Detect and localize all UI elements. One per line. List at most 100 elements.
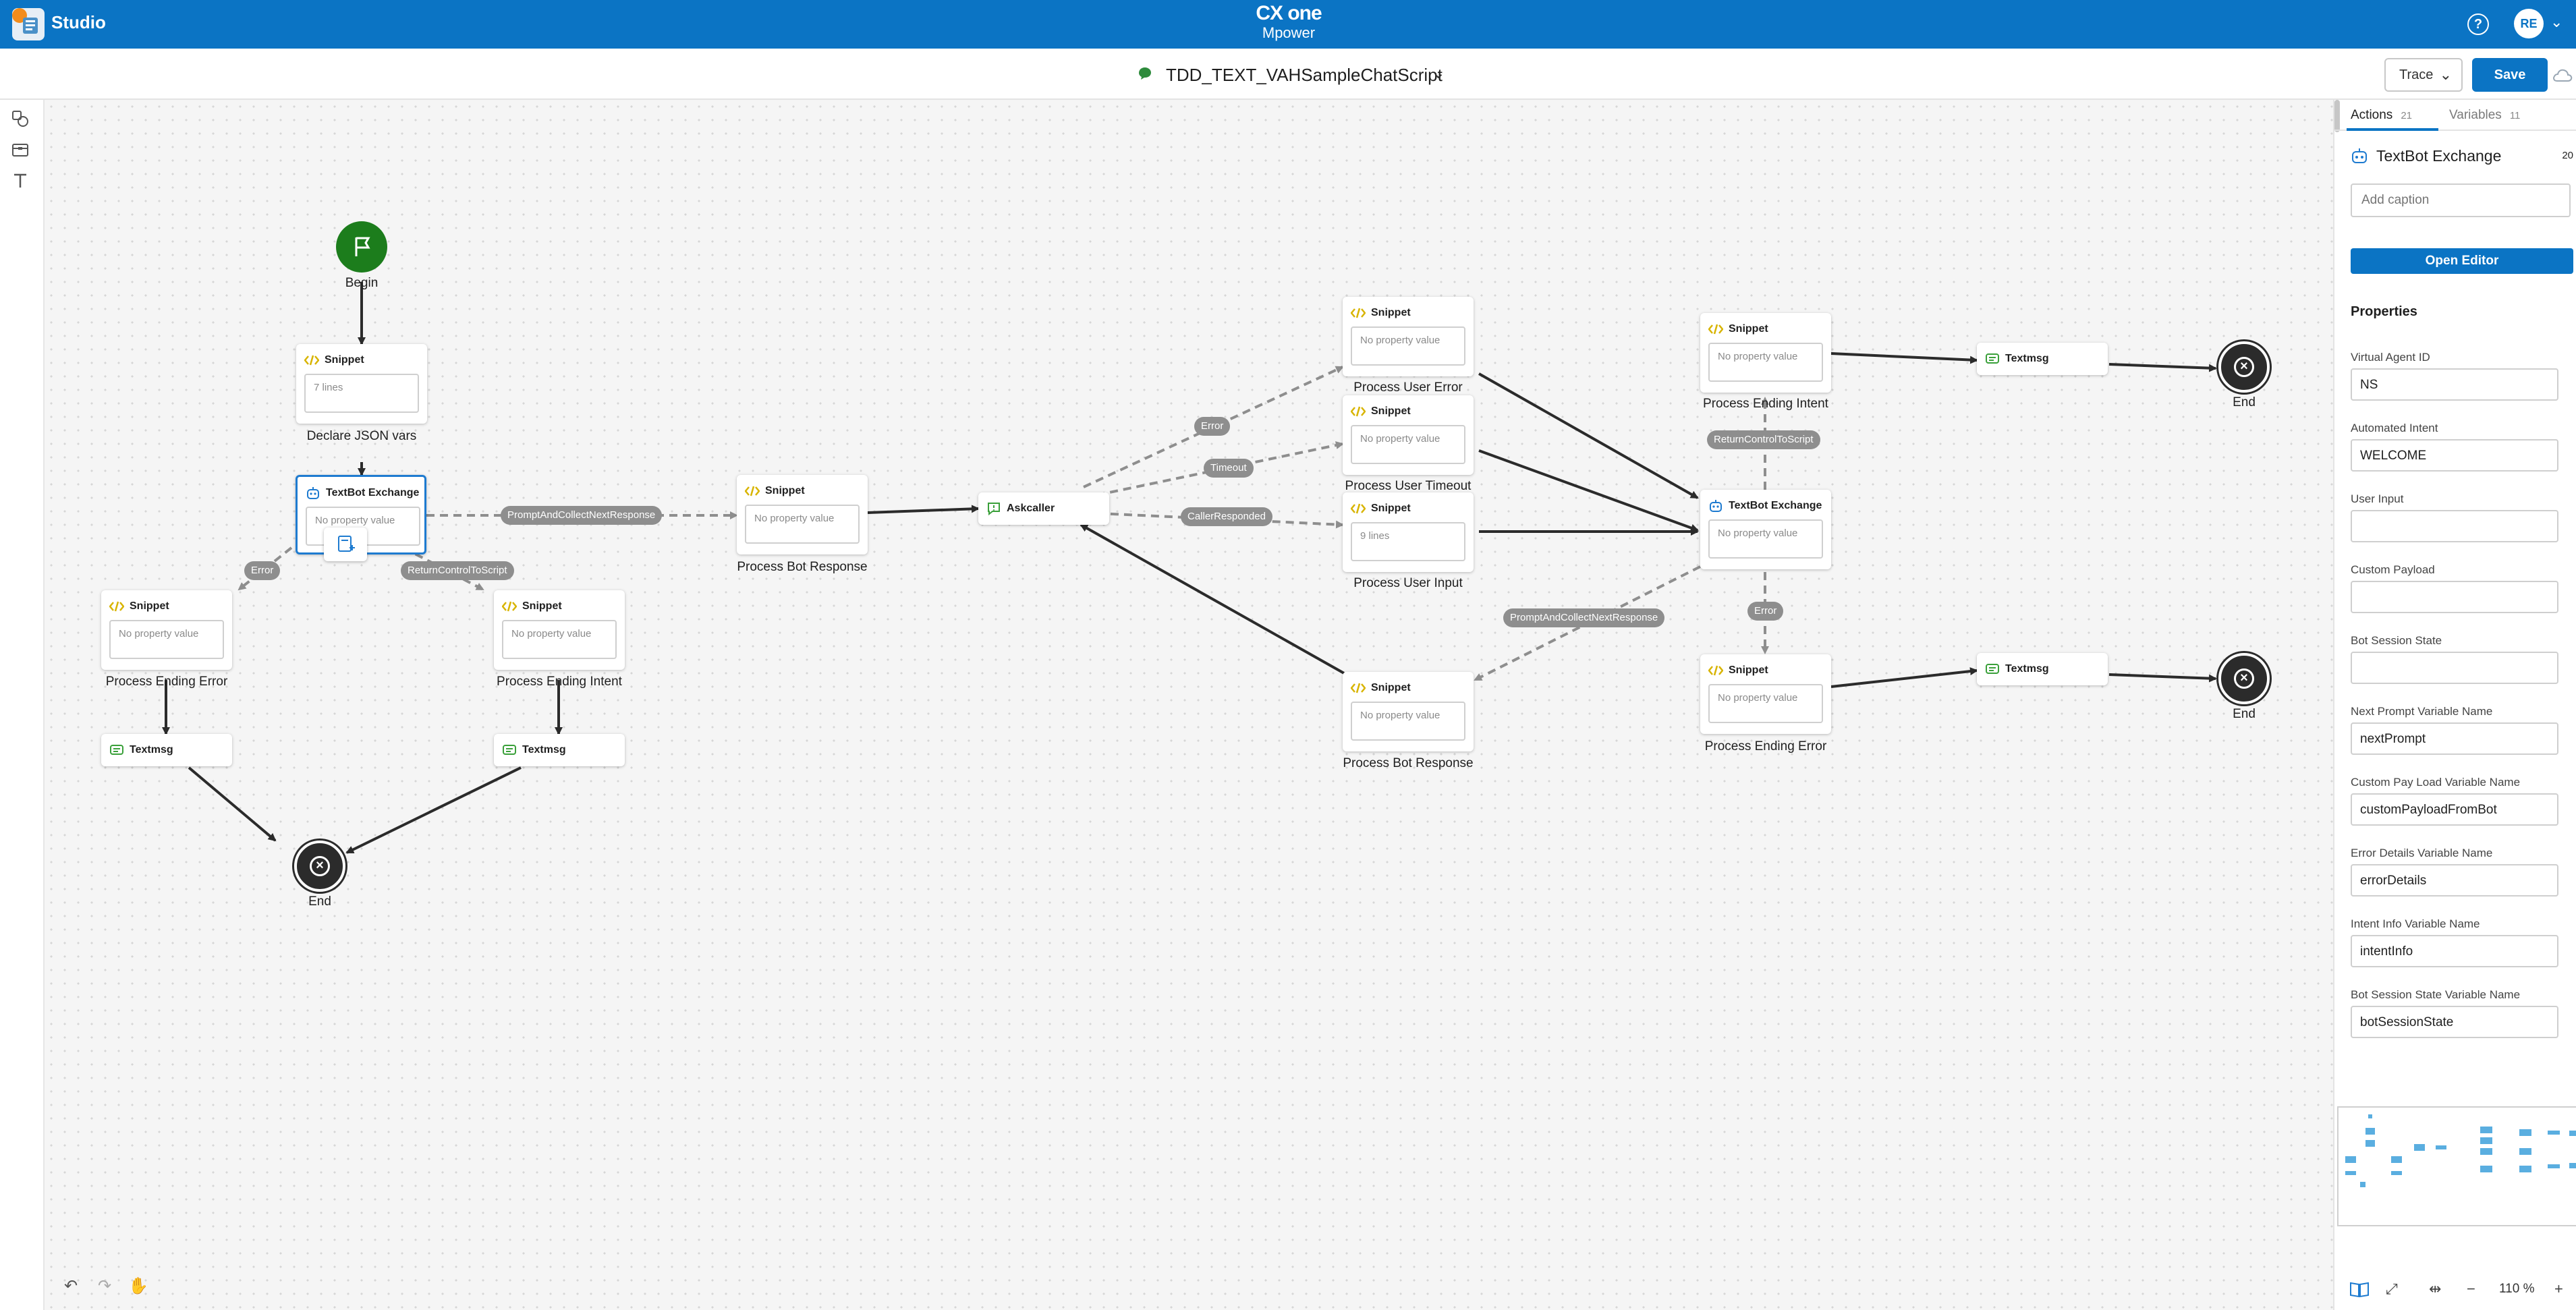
end-label: End <box>2233 707 2256 721</box>
brand-line-2: Mpower <box>1262 24 1316 41</box>
textmsg-node[interactable]: Textmsg <box>1977 653 2108 685</box>
pan-hand-icon[interactable]: ✋ <box>128 1276 148 1295</box>
script-name[interactable]: TDD_TEXT_VAHSampleChatScript <box>1166 65 1443 85</box>
bot-session-state-field[interactable] <box>2351 652 2558 684</box>
node-type: TextBot Exchange <box>326 487 420 499</box>
node-type: Askcaller <box>1007 503 1055 514</box>
snippet-node-process-bot-response[interactable]: Snippet No property value <box>737 475 868 554</box>
zoom-out-icon[interactable]: − <box>2467 1280 2475 1297</box>
snippet-node-process-user-input[interactable]: Snippet 9 lines <box>1343 492 1474 572</box>
snippet-node-process-bot-response[interactable]: Snippet No property value <box>1343 672 1474 751</box>
redo-icon[interactable]: ↷ <box>97 1276 112 1295</box>
book-view-icon[interactable] <box>2349 1280 2370 1298</box>
message-icon <box>1986 664 1999 674</box>
properties-heading: Properties <box>2351 304 2417 319</box>
bot-session-state-variable-field[interactable]: botSessionState <box>2351 1006 2558 1038</box>
virtual-agent-id-field[interactable]: NS <box>2351 368 2558 401</box>
next-prompt-variable-field[interactable]: nextPrompt <box>2351 722 2558 755</box>
snippet-node-process-ending-error[interactable]: Snippet No property value <box>101 590 232 670</box>
node-caption: Process Ending Intent <box>497 675 622 689</box>
askcaller-node[interactable]: Askcaller <box>978 492 1109 525</box>
snippet-icon <box>1708 324 1723 335</box>
node-type: Snippet <box>1371 405 1411 417</box>
undo-icon[interactable]: ↶ <box>63 1276 78 1295</box>
snippet-icon <box>745 486 760 496</box>
user-avatar[interactable]: RE <box>2514 9 2544 38</box>
node-caption: Process Ending Error <box>1704 739 1827 753</box>
bot-icon <box>2352 148 2367 163</box>
app-name: Studio <box>51 12 106 32</box>
begin-node[interactable] <box>336 221 387 273</box>
bot-icon <box>1710 500 1722 512</box>
custom-payload-field[interactable] <box>2351 581 2558 613</box>
panel-scrollbar[interactable] <box>2334 100 2340 132</box>
trace-label: Trace <box>2399 67 2434 82</box>
edge-textmsg2-end <box>345 766 522 854</box>
end-node[interactable]: × <box>2218 341 2270 393</box>
intent-info-variable-field[interactable]: intentInfo <box>2351 935 2558 967</box>
active-tab-indicator <box>2347 128 2438 131</box>
save-button[interactable]: Save <box>2472 58 2548 92</box>
property-label: Automated Intent <box>2351 422 2438 434</box>
snippet-node-process-ending-error[interactable]: Snippet No property value <box>1700 654 1831 734</box>
chevron-down-icon[interactable]: ⌄ <box>2550 13 2563 30</box>
property-label: Bot Session State <box>2351 634 2442 647</box>
top-bar: Studio CX one Mpower ? RE ⌄ <box>0 0 2576 49</box>
node-type: Snippet <box>765 485 805 496</box>
chevron-down-icon[interactable]: ⌄ <box>1432 64 1446 82</box>
shapes-icon[interactable] <box>11 109 30 128</box>
tab-count: 11 <box>2509 110 2521 121</box>
canvas-minimap[interactable] <box>2337 1106 2576 1226</box>
end-node[interactable]: × <box>2218 653 2270 704</box>
automated-intent-field[interactable]: WELCOME <box>2351 439 2558 472</box>
textmsg-node[interactable]: Textmsg <box>1977 343 2108 375</box>
zoom-in-icon[interactable]: + <box>2554 1280 2563 1297</box>
snippet-icon <box>1351 683 1366 693</box>
snippet-node-process-ending-intent[interactable]: Snippet No property value <box>1700 313 1831 393</box>
textmsg-node[interactable]: Textmsg <box>101 734 232 766</box>
script-title-bar: TDD_TEXT_VAHSampleChatScript ⌄ Trace ⌄ S… <box>0 49 2576 100</box>
node-property-value: No property value <box>1351 326 1465 366</box>
snippet-node-declare-json-vars[interactable]: Snippet 7 lines <box>296 344 427 424</box>
property-label: Intent Info Variable Name <box>2351 917 2480 930</box>
toolbox-icon[interactable] <box>11 140 30 159</box>
open-editor-button[interactable]: Open Editor <box>2351 248 2573 274</box>
trace-select[interactable]: Trace ⌄ <box>2384 58 2463 92</box>
snippet-node-process-user-error[interactable]: Snippet No property value <box>1343 297 1474 376</box>
snippet-node-process-ending-intent[interactable]: Snippet No property value <box>494 590 625 670</box>
textbot-exchange-node[interactable]: TextBot Exchange No property value <box>1700 490 1831 569</box>
end-label: End <box>2233 395 2256 409</box>
snippet-icon <box>1708 665 1723 676</box>
node-type: Snippet <box>1371 503 1411 514</box>
flag-icon <box>355 237 370 256</box>
property-label: Custom Pay Load Variable Name <box>2351 776 2521 789</box>
fit-width-icon[interactable]: ⇹ <box>2429 1280 2442 1297</box>
studio-logo-icon[interactable] <box>12 8 45 40</box>
brand-logo: CX one Mpower <box>1254 3 1324 43</box>
node-caption: Process Bot Response <box>737 560 868 574</box>
edge-textmsg3-end <box>2108 363 2217 372</box>
custom-payload-variable-field[interactable]: customPayloadFromBot <box>2351 793 2558 826</box>
caption-input[interactable] <box>2351 183 2571 217</box>
fit-screen-icon[interactable]: ⤢ <box>2386 1280 2398 1297</box>
cloud-icon <box>2553 69 2573 82</box>
node-type: Snippet <box>325 354 364 366</box>
node-type: Snippet <box>1371 307 1411 318</box>
add-action-button[interactable] <box>324 528 367 561</box>
flow-canvas[interactable]: Begin Snippet 7 lines Declare JSON vars … <box>45 100 2333 1310</box>
edge-label: Timeout <box>1204 459 1254 478</box>
end-node[interactable]: × <box>294 841 345 892</box>
textmsg-node[interactable]: Textmsg <box>494 734 625 766</box>
node-type: Snippet <box>130 600 169 612</box>
zoom-controls: ⤢ ⇹ − 110 % + <box>2334 1268 2576 1310</box>
node-property-value: No property value <box>109 620 224 659</box>
snippet-node-process-user-timeout[interactable]: Snippet No property value <box>1343 395 1474 475</box>
help-icon[interactable]: ? <box>2467 13 2489 35</box>
text-tool-icon[interactable] <box>11 171 30 190</box>
user-input-field[interactable] <box>2351 510 2558 542</box>
edge-askcaller-timeout <box>1083 441 1344 499</box>
node-property-value: 7 lines <box>304 374 419 413</box>
error-details-variable-field[interactable]: errorDetails <box>2351 864 2558 896</box>
